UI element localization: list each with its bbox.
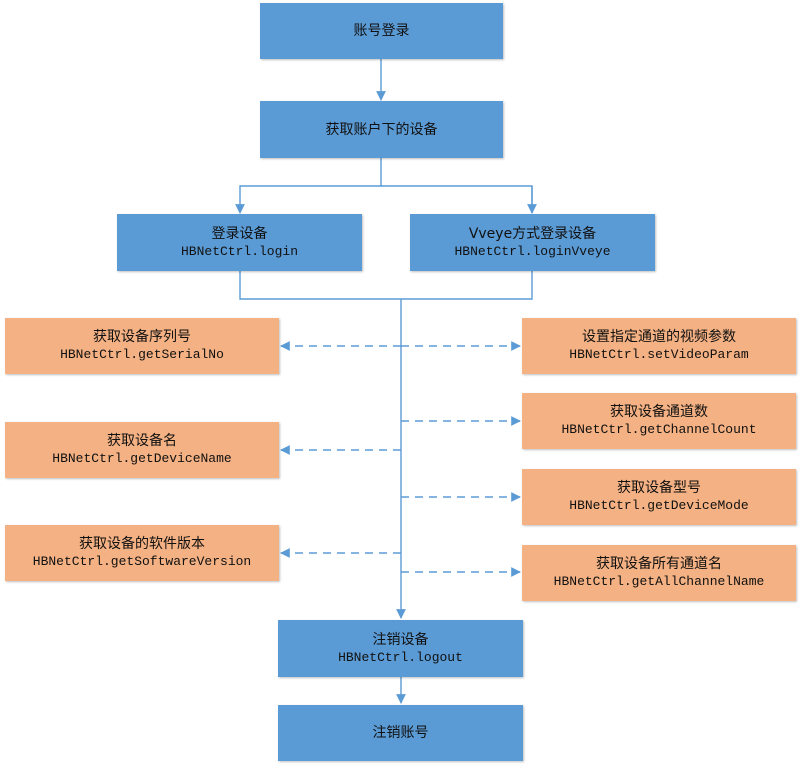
node-title: 获取设备型号 (617, 480, 701, 496)
node-api: HBNetCtrl.login (180, 243, 299, 259)
node-title: 登录设备 (211, 225, 268, 242)
node-get-device-name: 获取设备名 HBNetCtrl.getDeviceName (5, 422, 279, 478)
node-api: HBNetCtrl.getSerialNo (60, 347, 224, 362)
node-title: 账号登录 (353, 23, 410, 39)
node-get-device-mode: 获取设备型号 HBNetCtrl.getDeviceMode (522, 469, 796, 525)
node-set-video-param: 设置指定通道的视频参数 HBNetCtrl.setVideoParam (522, 318, 796, 374)
edge-split-vveye (381, 185, 533, 213)
node-logout-account: 注销账号 (278, 705, 523, 761)
node-get-devices: 获取账户下的设备 (260, 101, 503, 158)
node-api: HBNetCtrl.getSoftwareVersion (32, 554, 252, 569)
node-login-vveye: Vveye方式登录设备 HBNetCtrl.loginVveye (410, 214, 655, 271)
node-title: 注销设备 (372, 631, 429, 648)
node-title: 获取设备名 (107, 433, 177, 449)
node-title: 获取账户下的设备 (325, 121, 438, 138)
edge-split-login-methods (235, 158, 382, 214)
node-get-software-version: 获取设备的软件版本 HBNetCtrl.getSoftwareVersion (5, 525, 279, 581)
node-api: HBNetCtrl.getDeviceMode (569, 498, 749, 513)
node-login-device: 登录设备 HBNetCtrl.login (117, 214, 362, 271)
node-title: 设置指定通道的视频参数 (582, 329, 736, 345)
node-api: HBNetCtrl.getDeviceName (52, 451, 232, 466)
node-account-login: 账号登录 (260, 3, 503, 59)
node-get-all-channel-name: 获取设备所有通道名 HBNetCtrl.getAllChannelName (522, 545, 796, 601)
node-title: 获取设备通道数 (610, 404, 708, 420)
node-api: HBNetCtrl.loginVveye (454, 243, 611, 259)
node-logout-device: 注销设备 HBNetCtrl.logout (278, 620, 523, 677)
edge-merge-logins (239, 271, 533, 300)
node-api: HBNetCtrl.logout (338, 649, 463, 665)
node-api: HBNetCtrl.getAllChannelName (553, 574, 765, 589)
node-title: 获取设备的软件版本 (79, 536, 205, 552)
node-title: 获取设备序列号 (93, 329, 191, 345)
node-api: HBNetCtrl.setVideoParam (569, 347, 749, 362)
node-title: 获取设备所有通道名 (596, 556, 722, 572)
node-api: HBNetCtrl.getChannelCount (561, 422, 757, 437)
node-get-channel-count: 获取设备通道数 HBNetCtrl.getChannelCount (522, 393, 796, 449)
node-title: 注销账号 (372, 725, 429, 741)
node-title: Vveye方式登录设备 (468, 225, 597, 242)
node-get-serial: 获取设备序列号 HBNetCtrl.getSerialNo (5, 318, 279, 374)
